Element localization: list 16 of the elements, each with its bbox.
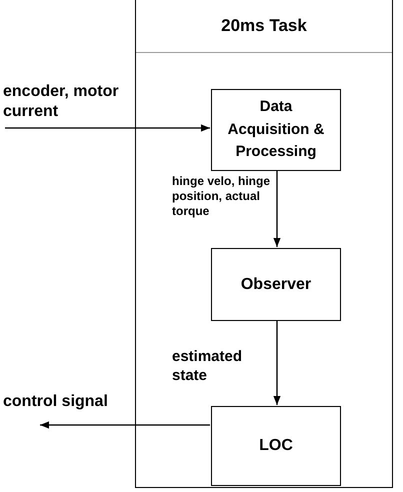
process-box [211,248,341,321]
process-box [211,406,341,486]
edge-label: encoder, motor current [3,82,120,122]
box-label: Observer [240,274,312,294]
edge-label: estimated state [172,348,244,386]
arrow [273,320,281,405]
header-title: 20ms Task [221,16,307,36]
box-label: LOC [258,436,294,456]
box-label: Data Acquisition & Processing [226,97,326,162]
task-frame [135,0,393,488]
arrow [5,124,210,132]
edge-label: control signal [3,392,108,412]
arrow [273,170,281,247]
edge-label: hinge velo, hinge position, actual torque [172,174,272,219]
arrow [40,421,210,429]
process-box [211,89,341,171]
